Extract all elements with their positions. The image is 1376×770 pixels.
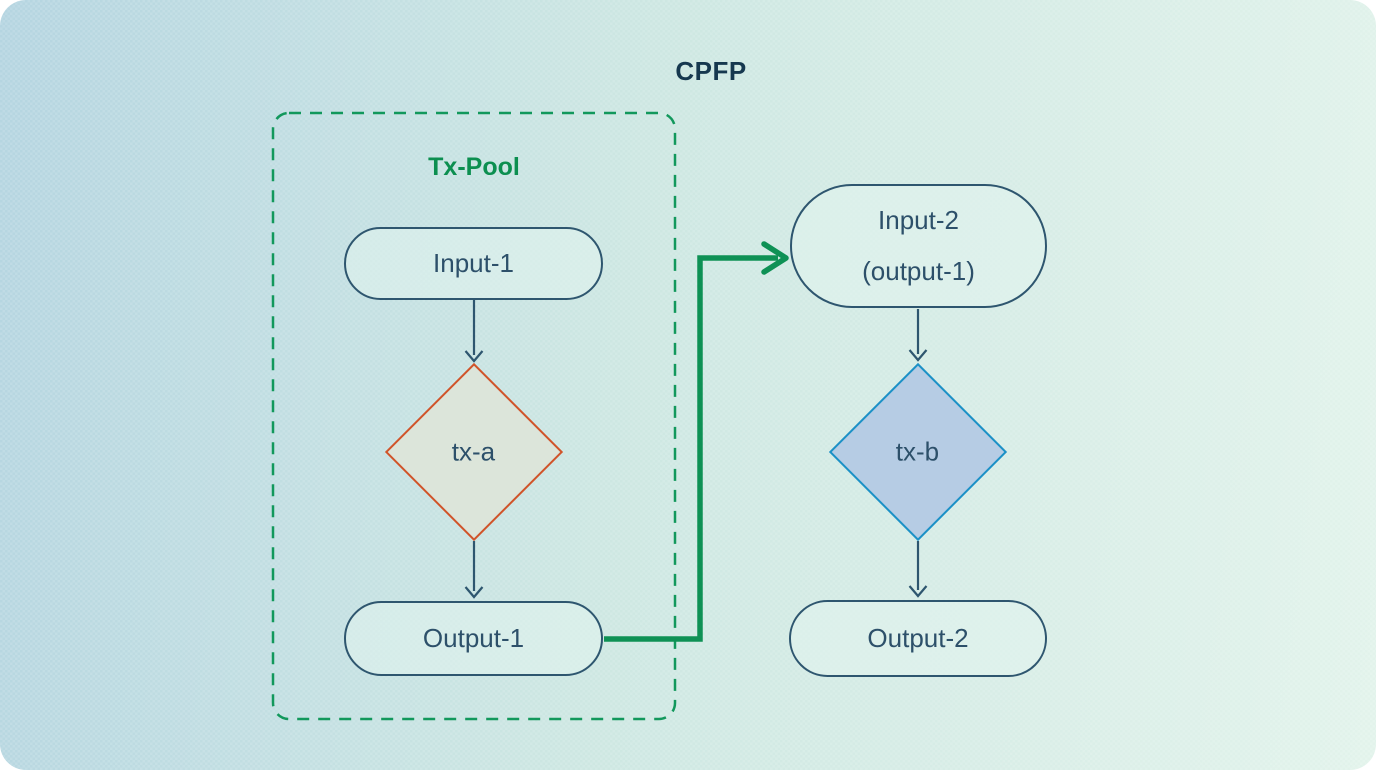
node-output-2: Output-2 — [789, 600, 1047, 677]
node-input-1-label: Input-1 — [433, 248, 514, 278]
node-output-1: Output-1 — [344, 601, 603, 676]
tx-pool-label: Tx-Pool — [428, 153, 520, 181]
arrowhead-output1-input2 — [761, 241, 789, 275]
diagram-title: CPFP — [675, 56, 747, 86]
node-output-2-label: Output-2 — [867, 623, 969, 653]
node-tx-b: tx-b — [828, 362, 1008, 542]
node-input-2: Input-2 (output-1) — [790, 184, 1047, 308]
node-tx-a-label: tx-a — [452, 436, 496, 467]
arrowhead-input2-txb — [908, 349, 928, 362]
node-tx-b-label: tx-b — [896, 436, 940, 467]
arrowhead-txb-output2 — [908, 585, 928, 598]
edge-output1-input2 — [604, 255, 778, 642]
node-tx-a: tx-a — [384, 362, 564, 542]
arrowhead-input1-txa — [464, 350, 484, 363]
arrowhead-txa-output1 — [464, 586, 484, 599]
node-input-2-line1: Input-2 — [878, 205, 959, 235]
node-input-2-line2: (output-1) — [862, 256, 975, 286]
node-input-1: Input-1 — [344, 227, 603, 300]
node-output-1-label: Output-1 — [422, 623, 525, 653]
